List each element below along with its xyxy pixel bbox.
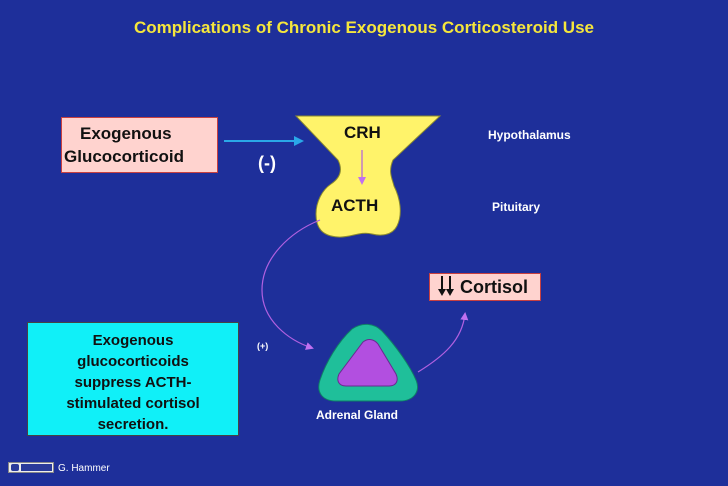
- adrenal-to-cortisol-arrow: [417, 312, 469, 373]
- cortisol-label: Cortisol: [460, 277, 529, 297]
- exogenous-box-line2: Glucocorticoid: [64, 147, 184, 166]
- footer-logo: [8, 462, 54, 473]
- note-line: glucocorticoids: [77, 353, 189, 370]
- note-line: stimulated cortisol: [66, 395, 200, 412]
- acth-label: ACTH: [331, 196, 379, 215]
- note-box: Exogenous glucocorticoids suppress ACTH-…: [27, 322, 239, 436]
- pituitary-label: Pituitary: [492, 200, 541, 214]
- acth-to-adrenal-arrow: [261, 219, 321, 350]
- logo-seal-icon: [11, 464, 19, 471]
- note-line: Exogenous: [92, 332, 174, 349]
- double-down-arrow-icon: [438, 276, 454, 296]
- exogenous-box-line1: Exogenous: [80, 124, 172, 143]
- note-line: secretion.: [97, 416, 169, 433]
- crh-label: CRH: [344, 123, 381, 142]
- note-line: suppress ACTH-: [74, 374, 192, 391]
- author-credit: G. Hammer: [58, 463, 110, 474]
- adrenal-gland-inner: [337, 339, 398, 387]
- hypothalamus-label: Hypothalamus: [488, 128, 571, 142]
- stimulation-label: (+): [257, 341, 269, 351]
- inhibition-label: (-): [258, 153, 276, 173]
- logo-bar: [21, 464, 52, 471]
- exogenous-glucocorticoid-box: Exogenous Glucocorticoid: [61, 117, 218, 173]
- cortisol-box: Cortisol: [429, 273, 541, 301]
- adrenal-gland-label: Adrenal Gland: [316, 408, 399, 422]
- page-title: Complications of Chronic Exogenous Corti…: [134, 18, 594, 37]
- hypothalamus-pituitary-shape: [294, 115, 442, 238]
